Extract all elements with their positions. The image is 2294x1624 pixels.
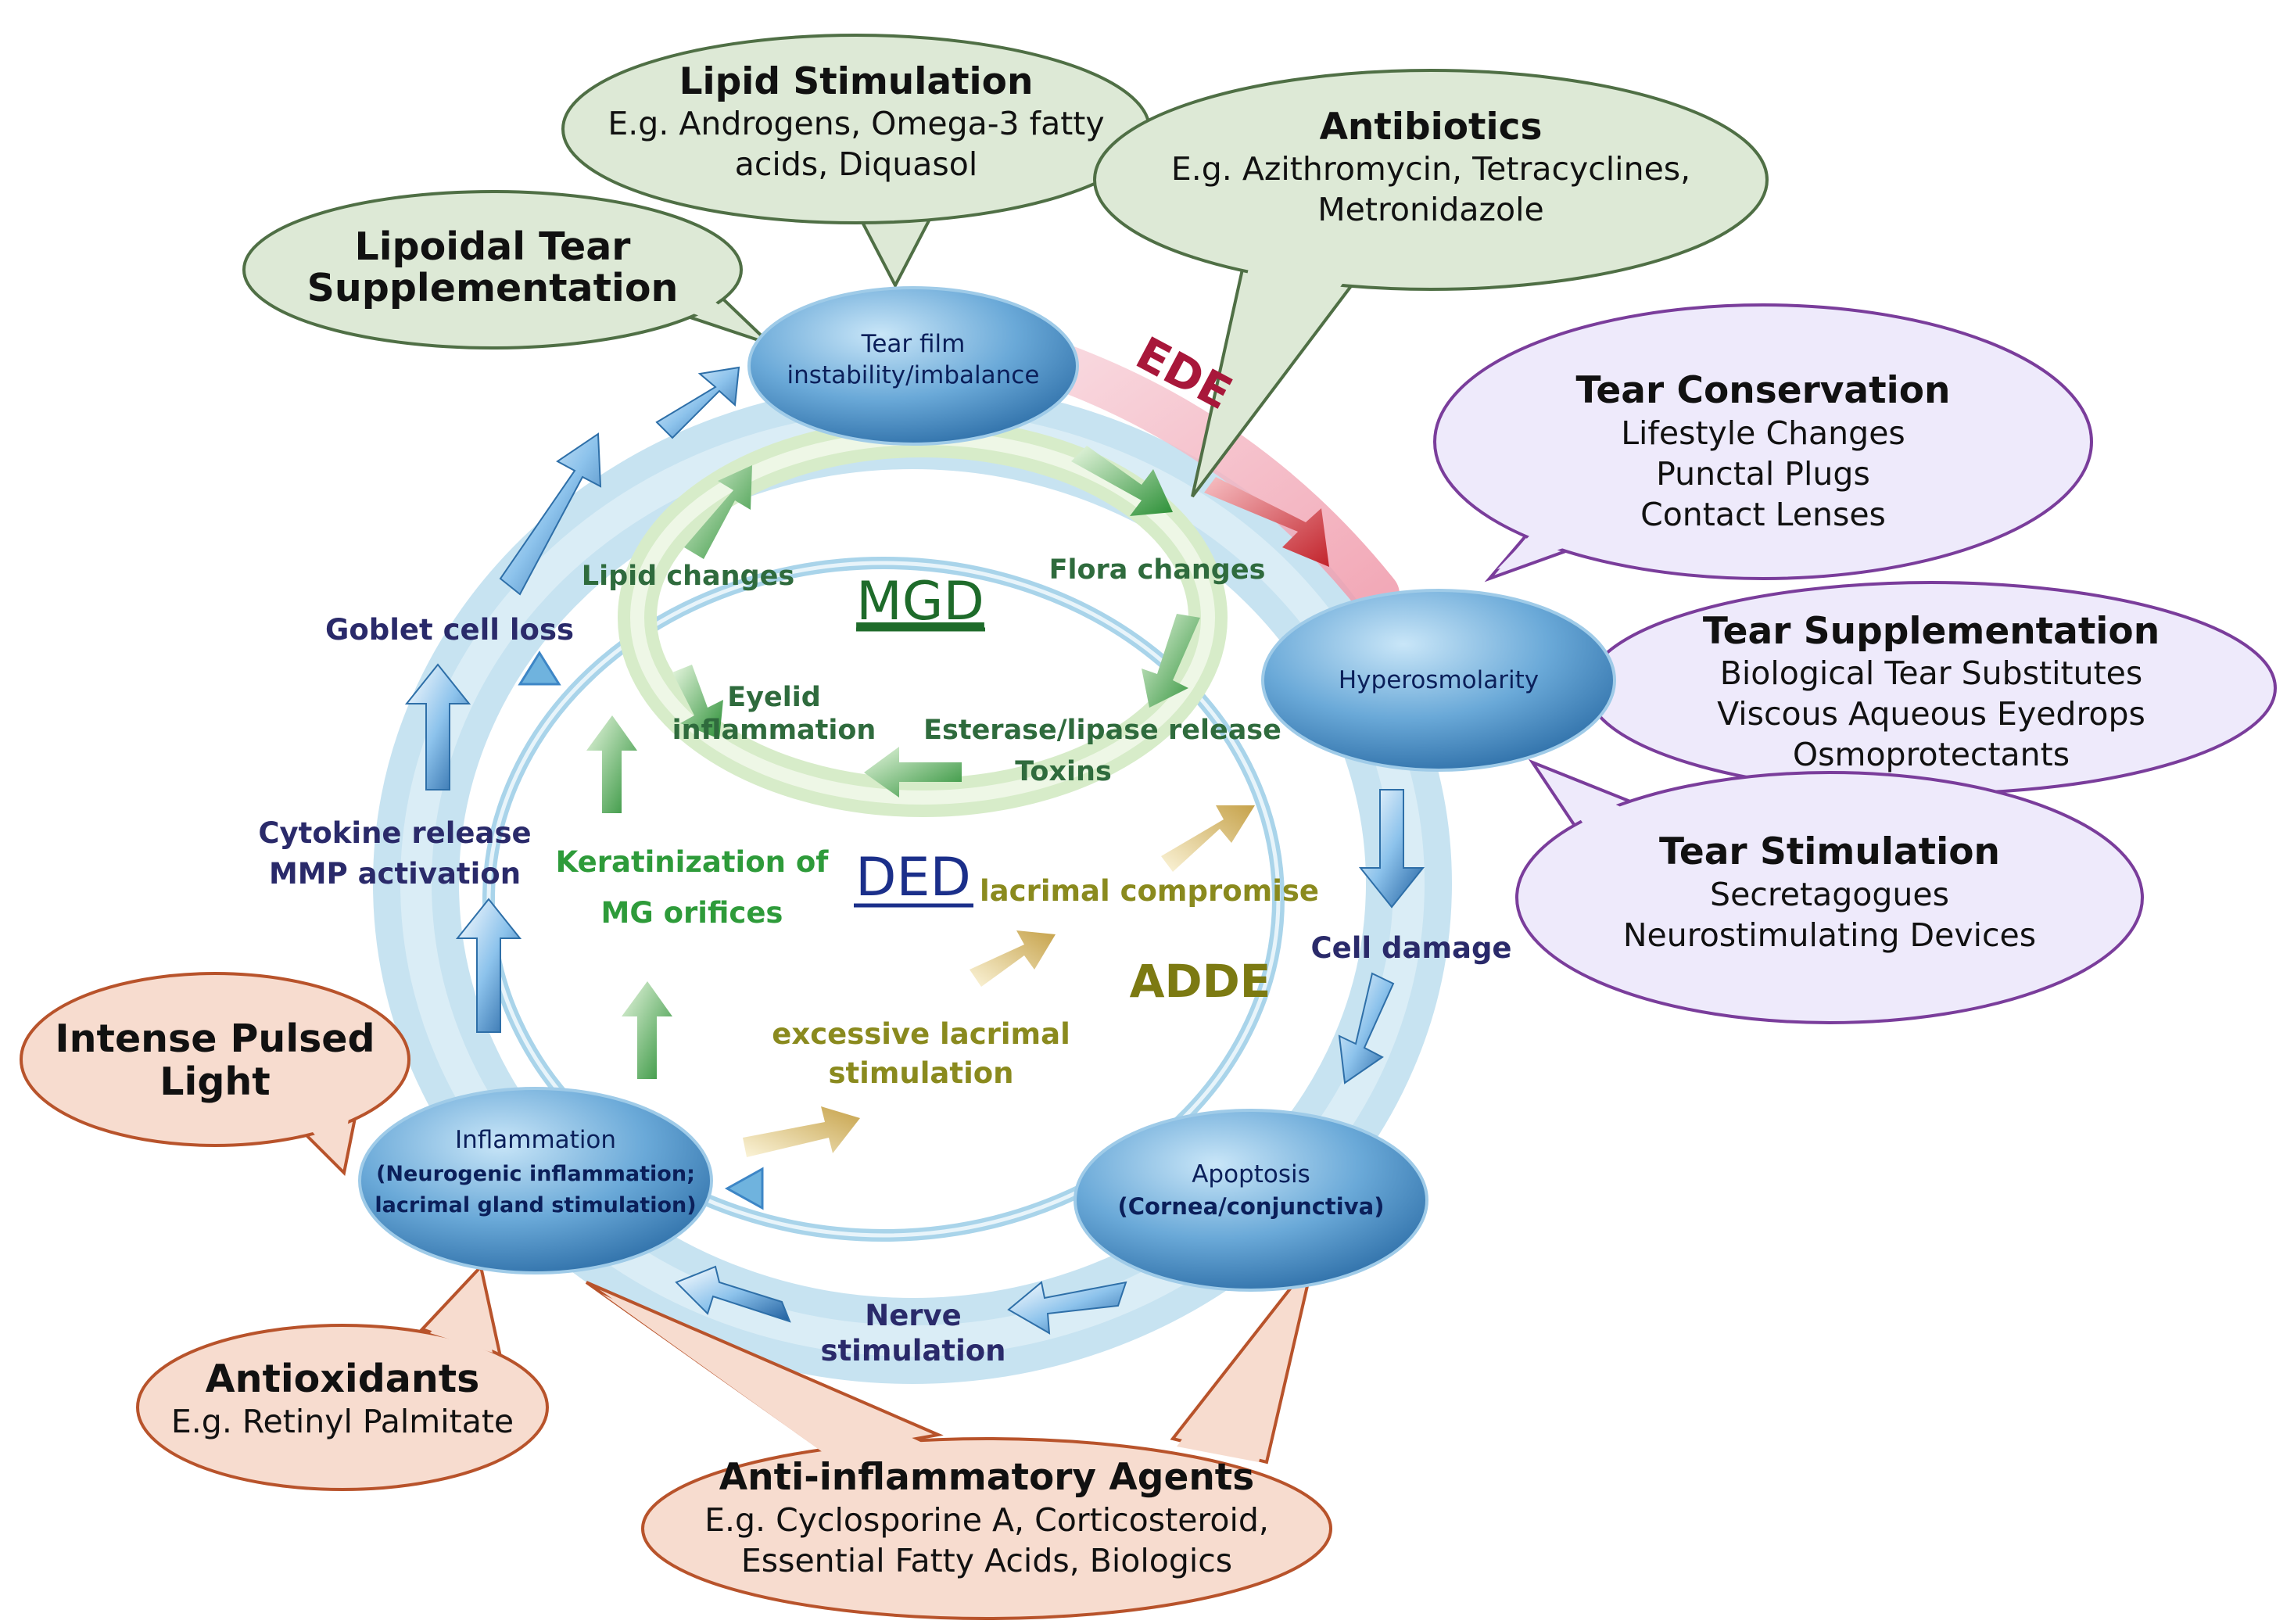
bubble-antioxidants: Antioxidants E.g. Retinyl Palmitate [136,1263,549,1491]
label-excessive: excessive lacrimal [772,1017,1070,1051]
bubble-line: Osmoprotectants [1793,736,2070,773]
bubble-title: Tear Supplementation [1703,610,2160,653]
bubble-anti-inflammatory: Anti-inflammatory Agents E.g. Cyclospori… [585,1257,1332,1620]
label-flora-changes: Flora changes [1049,554,1266,586]
node-line: lacrimal gland stimulation) [375,1193,696,1217]
bubble-line: Metronidazole [1317,191,1543,228]
label-mmp: MMP activation [269,857,521,891]
bubble-line: Secretagogues [1710,876,1949,913]
bubble-line: Viscous Aqueous Eyedrops [1717,695,2145,733]
node-tear-film: Tear film instability/imbalance [747,286,1079,446]
node-hyperosmolarity: Hyperosmolarity [1261,589,1616,772]
node-apoptosis: Apoptosis (Cornea/conjunctiva) [1074,1109,1428,1292]
label-toxins: Toxins [1015,756,1112,787]
label-stimulation: stimulation [820,1334,1005,1368]
bubble-title: Lipid Stimulation [679,60,1034,103]
node-line: instability/imbalance [787,361,1040,389]
label-lipid-changes: Lipid changes [582,561,794,592]
node-line: Inflammation [455,1126,616,1154]
label-excessive-stimulation: stimulation [828,1056,1013,1090]
bubble-title: Anti-inflammatory Agents [719,1456,1254,1499]
bubble-line: E.g. Androgens, Omega-3 fatty [608,105,1104,142]
bubble-line: E.g. Azithromycin, Tetracyclines, [1171,150,1690,188]
ede-band [1040,344,1400,618]
bubble-tear-supplementation: Tear Supplementation Biological Tear Sub… [1512,581,2277,795]
bubble-line: E.g. Retinyl Palmitate [171,1403,514,1440]
label-goblet-cell-loss: Goblet cell loss [325,613,574,647]
adde-arrows [743,805,1255,1157]
bubble-line: Supplementation [307,266,679,310]
ede-arrow [1204,477,1329,567]
bubble-line: Essential Fatty Acids, Biologics [741,1542,1232,1579]
label-esterase: Esterase/lipase release [923,715,1281,746]
mgd-arrows [586,446,1200,1079]
node-line: Hyperosmolarity [1339,666,1539,694]
bubble-title: Lipoidal Tear [355,224,632,269]
bubble-line: Contact Lenses [1640,496,1886,533]
bubble-title: Intense Pulsed [55,1016,375,1061]
bubble-line: Light [160,1059,270,1104]
node-line: (Neurogenic inflammation; [376,1162,695,1186]
bubble-line: E.g. Cyclosporine A, Corticosteroid, [704,1501,1269,1539]
bubble-antibiotics: Antibiotics E.g. Azithromycin, Tetracycl… [1093,69,1769,498]
adde-labels: lacrimal compromise excessive lacrimal s… [772,874,1319,1090]
label-mg-orifices: MG orifices [601,896,783,930]
outer-ring-arrows [404,366,1425,1335]
label-lacrimal-compromise: lacrimal compromise [980,874,1319,908]
label-nerve: Nerve [865,1299,962,1332]
bubble-line: Biological Tear Substitutes [1720,654,2143,692]
bubble-line: Neurostimulating Devices [1623,916,2036,954]
cycle-labels: Goblet cell loss Cytokine release MMP ac… [258,613,1511,1368]
bubble-ipl: Intense Pulsed Light [20,972,410,1177]
label-ded: DED [855,847,971,909]
inner-return-arrowheads [518,651,764,1210]
node-inflammation: Inflammation (Neurogenic inflammation; l… [358,1087,713,1274]
label-eyelid: Eyelid [727,682,821,713]
node-line: (Cornea/conjunctiva) [1118,1193,1385,1220]
label-cytokine: Cytokine release [258,816,531,850]
bubble-tear-stimulation: Tear Stimulation Secretagogues Neurostim… [1515,758,2144,1024]
bubble-tear-conservation: Tear Conservation Lifestyle Changes Punc… [1433,303,2093,583]
node-line: Tear film [861,330,966,358]
mgd-labels: Lipid changes Flora changes Eyelid infla… [556,554,1281,930]
bubble-title: Antioxidants [206,1357,480,1401]
bubble-title: Tear Stimulation [1659,830,2000,873]
label-eyelid-inflammation: inflammation [672,715,876,746]
label-mgd: MGD [856,571,984,633]
label-adde: ADDE [1130,955,1271,1008]
bubble-line: acids, Diquasol [735,145,977,183]
bubble-line: Punctal Plugs [1656,455,1870,493]
bubble-title: Antibiotics [1320,106,1543,149]
bubble-title: Tear Conservation [1576,369,1951,412]
label-keratinization: Keratinization of [556,845,830,879]
bubble-line: Lifestyle Changes [1621,414,1905,452]
label-cell-damage: Cell damage [1310,931,1511,965]
bubble-lipoidal-tear: Lipoidal Tear Supplementation [242,190,772,350]
node-line: Apoptosis [1192,1160,1310,1188]
